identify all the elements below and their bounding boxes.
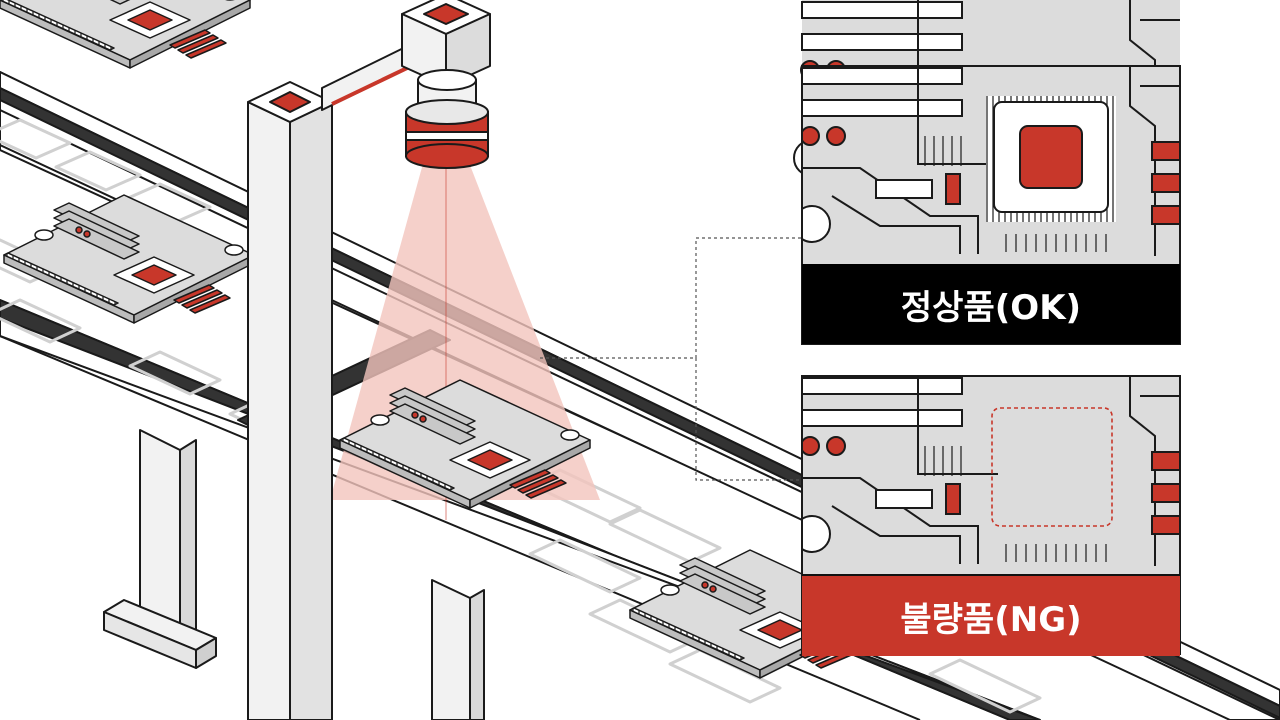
ng-label: 불량품(NG) [802, 574, 1180, 656]
ok-label: 정상품(OK) [802, 264, 1180, 344]
camera-stand [247, 0, 491, 720]
ok-panel [801, 65, 1181, 345]
conveyor-leg [431, 579, 485, 720]
pcb-board-icon [0, 0, 251, 69]
conveyor-leg [103, 429, 217, 669]
connector-lines [540, 237, 802, 481]
missing-chip-outline [991, 407, 1113, 527]
inspection-camera-icon [405, 69, 489, 169]
chip-icon [986, 96, 1116, 222]
